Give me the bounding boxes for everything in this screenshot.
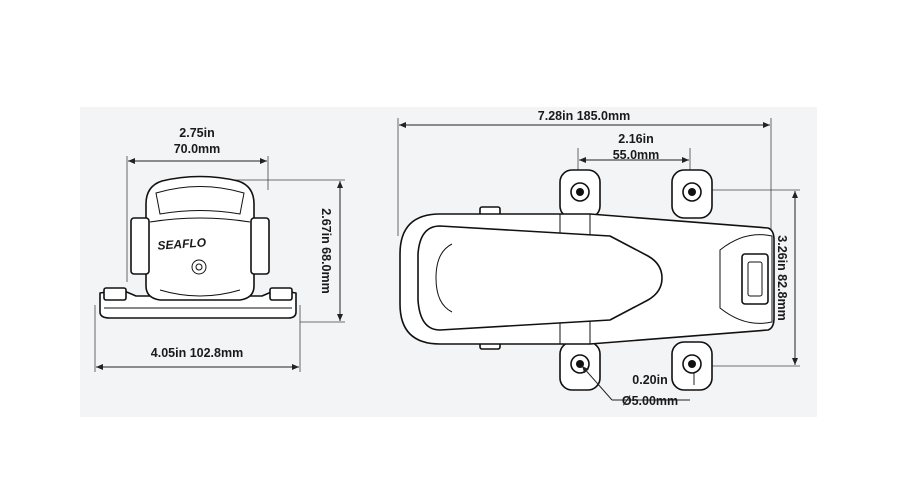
mounting-hole — [570, 182, 590, 202]
pump-front-body: SEAFLO — [99, 175, 297, 319]
hole-spacing-mm-label: 55.0mm — [613, 148, 660, 162]
front-width-mm-label: 70.0mm — [174, 142, 221, 156]
hole-dia-mm-label: Ø5.00mm — [622, 394, 678, 408]
front-height-label: 2.67in 68.0mm — [319, 208, 333, 293]
front-base-label: 4.05in 102.8mm — [151, 346, 243, 360]
top-view: 7.28in 185.0mm 2.16in 55.0mm 3.26in 82.8… — [397, 109, 800, 408]
front-view: 2.75in 70.0mm 2.67in 68.0mm 4.05in 102.8… — [94, 126, 345, 372]
mounting-hole — [682, 354, 702, 374]
brand-logo: SEAFLO — [157, 235, 207, 252]
front-width-in-label: 2.75in — [179, 126, 214, 140]
mounting-hole — [682, 182, 702, 202]
top-length-label: 7.28in 185.0mm — [538, 109, 630, 123]
hole-spacing-in-label: 2.16in — [618, 132, 653, 146]
top-width-label: 3.26in 82.8mm — [775, 235, 789, 320]
hole-dia-in-label: 0.20in — [632, 373, 667, 387]
pump-top-body — [399, 169, 775, 391]
hole-diameter-leader — [581, 365, 613, 401]
